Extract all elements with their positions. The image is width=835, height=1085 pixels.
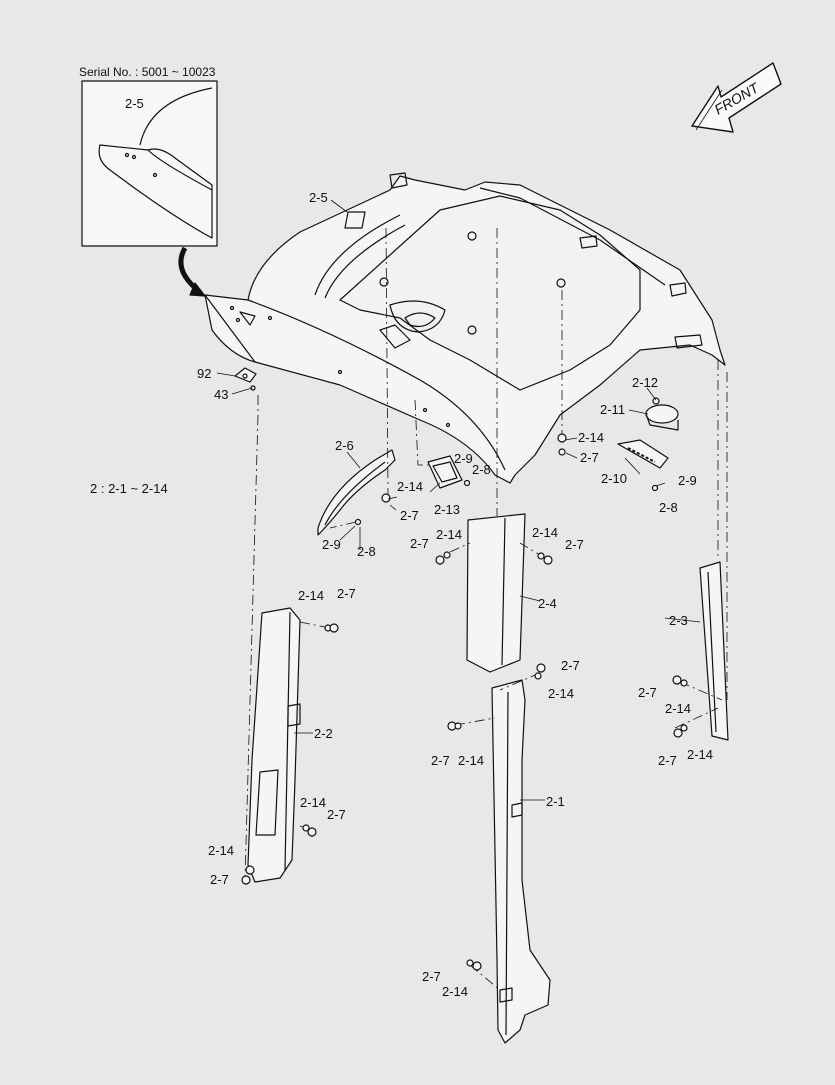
label-2-2: 2-2: [314, 726, 333, 741]
part-2-13: [427, 455, 463, 489]
label-2-14: 2-14: [687, 747, 714, 762]
label-2-14: 2-14: [300, 795, 327, 810]
label-2-8: 2-8: [357, 544, 376, 559]
label-2-5: 2-5: [309, 190, 328, 205]
inset-label: 2-5: [125, 96, 144, 111]
label-2-13: 2-13: [434, 502, 461, 517]
label-2-4: 2-4: [538, 596, 557, 611]
label-2-6: 2-6: [335, 438, 354, 453]
label-2-14: 2-14: [578, 430, 605, 445]
label-2-7: 2-7: [210, 872, 229, 887]
label-2-9: 2-9: [454, 451, 473, 466]
roof-inner-panel: [339, 195, 641, 391]
part-2-6: [317, 449, 396, 536]
label-92: 92: [197, 366, 212, 381]
label-2-14: 2-14: [436, 527, 463, 542]
legend: 2 : 2-1 ~ 2-14: [90, 481, 168, 496]
label-2-9: 2-9: [322, 537, 341, 552]
label-2-7: 2-7: [561, 658, 580, 673]
label-2-7: 2-7: [580, 450, 599, 465]
label-2-8: 2-8: [472, 462, 491, 477]
part-2-2: [247, 607, 301, 883]
label-2-7: 2-7: [565, 537, 584, 552]
label-43: 43: [214, 387, 229, 402]
label-2-7: 2-7: [337, 586, 356, 601]
serial-note: Serial No. : 5001 ~ 10023: [79, 65, 216, 79]
label-2-14: 2-14: [532, 525, 559, 540]
front-label: FRONT: [712, 79, 763, 118]
label-2-9: 2-9: [678, 473, 697, 488]
inset-panel-outline: [98, 144, 213, 239]
label-2-7: 2-7: [638, 685, 657, 700]
label-2-7: 2-7: [431, 753, 450, 768]
label-2-14: 2-14: [458, 753, 485, 768]
front-arrow: [691, 62, 782, 133]
label-2-7: 2-7: [410, 536, 429, 551]
label-2-7: 2-7: [400, 508, 419, 523]
label-2-1: 2-1: [546, 794, 565, 809]
part-2-10: [617, 439, 669, 469]
label-2-14: 2-14: [208, 843, 235, 858]
label-2-7: 2-7: [422, 969, 441, 984]
label-2-11: 2-11: [600, 402, 626, 417]
label-2-7: 2-7: [658, 753, 677, 768]
label-2-3: 2-3: [669, 613, 688, 628]
label-2-14: 2-14: [442, 984, 469, 999]
label-2-14: 2-14: [298, 588, 325, 603]
label-2-14: 2-14: [665, 701, 692, 716]
label-2-14: 2-14: [548, 686, 575, 701]
label-2-10: 2-10: [601, 471, 628, 486]
label-2-7: 2-7: [327, 807, 346, 822]
part-2-3: [699, 561, 729, 741]
part-92: [234, 367, 257, 383]
label-2-8: 2-8: [659, 500, 678, 515]
label-2-12: 2-12: [632, 375, 659, 390]
part-2-4: [466, 513, 526, 673]
label-2-14: 2-14: [397, 479, 424, 494]
